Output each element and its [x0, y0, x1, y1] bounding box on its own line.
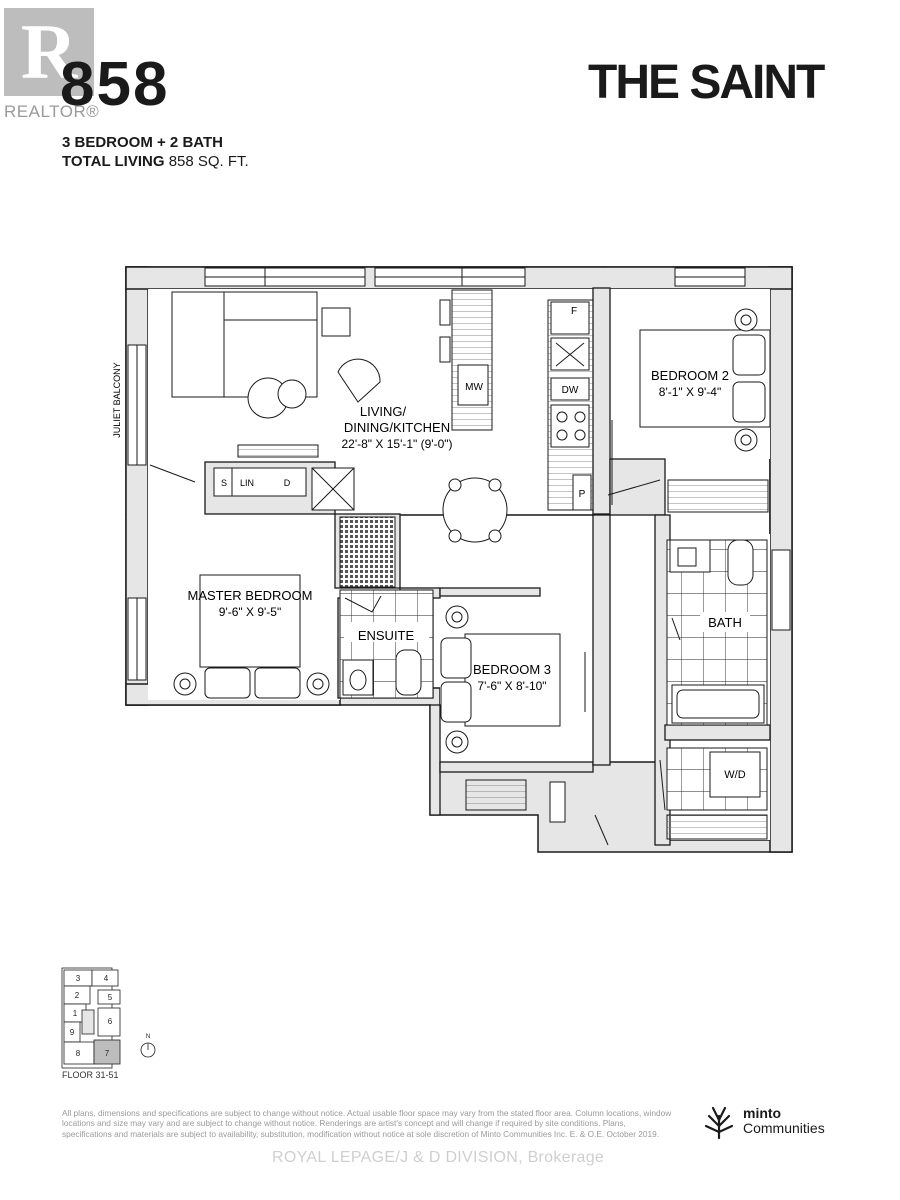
bedroom-2 — [611, 308, 771, 513]
brokerage-watermark: ROYAL LEPAGE/J & D DIVISION, Brokerage — [272, 1149, 605, 1166]
total-living-value: 858 SQ. FT. — [168, 153, 249, 170]
bedroom-2-dims: 8'-1" X 9'-4" — [659, 385, 721, 399]
living-furniture — [171, 291, 508, 543]
realtor-mark: R — [20, 8, 78, 95]
total-living-label: TOTAL LIVING — [62, 153, 165, 170]
floor-label: FLOOR 31-51 — [62, 1070, 119, 1080]
bath-label: BATH — [708, 615, 742, 630]
shelf-label: S — [221, 478, 227, 488]
minto-tree-icon — [704, 1106, 734, 1140]
living-name-2: DINING/KITCHEN — [344, 420, 450, 435]
key-unit-9: 9 — [70, 1028, 75, 1037]
key-unit-7: 7 — [105, 1049, 110, 1058]
washer-dryer-label: W/D — [724, 769, 745, 781]
key-unit-4: 4 — [104, 974, 109, 983]
microwave-label: MW — [465, 382, 483, 393]
key-unit-1: 1 — [73, 1009, 78, 1018]
total-living: TOTAL LIVING 858 SQ. FT. — [62, 153, 249, 170]
floor-plan: ENSUITE BATH W/D BEDROOM 2 8'-1" X 9'-4" — [112, 266, 793, 853]
windows — [127, 267, 791, 681]
pantry-label: P — [579, 489, 586, 500]
minto-logo: minto Communities — [700, 1102, 850, 1142]
north-indicator: N — [146, 1034, 150, 1040]
bedroom-2-name: BEDROOM 2 — [651, 368, 729, 383]
realtor-label: REALTOR® — [4, 102, 100, 121]
unit-number: 858 — [60, 50, 170, 119]
key-unit-8: 8 — [76, 1049, 81, 1058]
unit-spec: 3 BEDROOM + 2 BATH — [62, 134, 223, 151]
ensuite-label: ENSUITE — [358, 628, 415, 643]
realtor-logo-box — [4, 8, 94, 96]
linen-label: LIN — [240, 478, 254, 488]
bath-room: BATH — [666, 539, 768, 726]
fridge-label: F — [571, 306, 577, 317]
door-swings — [149, 464, 666, 846]
living-dims: 22'-8" X 15'-1" (9'-0") — [341, 437, 452, 451]
living-name-1: LIVING/ — [360, 404, 407, 419]
juliet-balcony-label: JULIET BALCONY — [112, 362, 122, 437]
realtor-logo: R REALTOR® — [0, 4, 120, 122]
laundry-room: W/D — [666, 747, 768, 840]
key-unit-5: 5 — [108, 993, 113, 1002]
bedroom-3-name: BEDROOM 3 — [473, 662, 551, 677]
key-unit-6: 6 — [108, 1017, 113, 1026]
master-bedroom — [173, 574, 330, 699]
dishwasher-label: DW — [562, 385, 579, 396]
key-unit-2: 2 — [75, 991, 80, 1000]
key-unit-3: 3 — [76, 974, 81, 983]
minto-name: minto — [743, 1105, 782, 1121]
master-bedroom-dims: 9'-6" X 9'-5" — [219, 605, 281, 619]
closet-label: D — [284, 478, 291, 488]
bedroom-3 — [440, 605, 586, 823]
disclaimer-text: All plans, dimensions and specifications… — [62, 1108, 672, 1139]
master-bedroom-name: MASTER BEDROOM — [188, 588, 313, 603]
bedroom-3-dims: 7'-6" X 8'-10" — [477, 679, 546, 693]
brand-logo: THE SAINT — [588, 56, 825, 109]
minto-sub: Communities — [743, 1120, 825, 1136]
kitchen — [439, 289, 594, 511]
key-plan: 3 4 2 5 1 6 9 8 7 N — [61, 967, 156, 1069]
ensuite-room: ENSUITE — [339, 516, 434, 699]
master-closets — [213, 467, 355, 511]
